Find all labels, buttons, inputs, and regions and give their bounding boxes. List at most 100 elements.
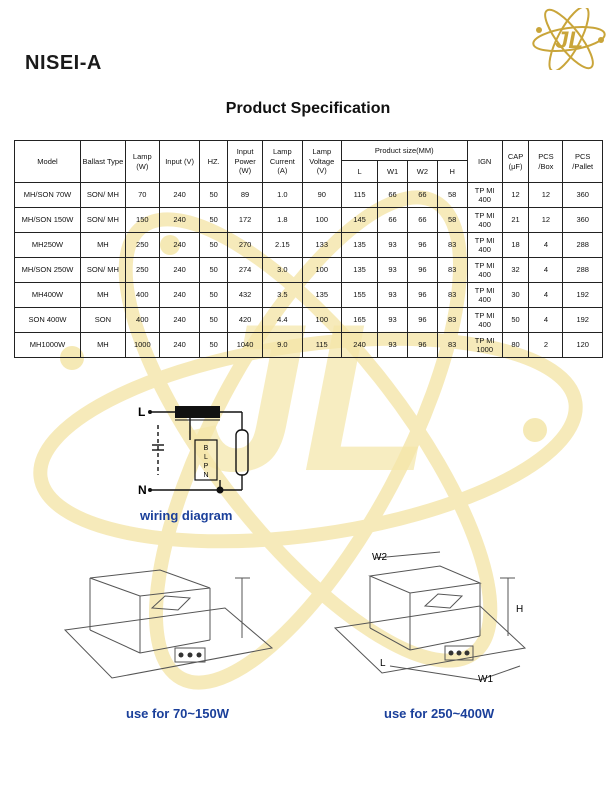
table-cell: 4.4 — [262, 307, 303, 333]
header-pcs-pallet: PCS /Pallet — [562, 140, 603, 183]
table-cell: 3.0 — [262, 257, 303, 283]
table-cell: 83 — [436, 307, 468, 333]
table-cell: MH — [80, 232, 126, 258]
header-lamp-voltage: Lamp Voltage (V) — [301, 140, 342, 183]
table-cell: 50 — [199, 207, 228, 233]
table-cell: 93 — [377, 307, 408, 333]
ign-letter-p: P — [204, 463, 209, 470]
table-cell: 240 — [158, 207, 201, 233]
table-cell: 240 — [158, 282, 201, 308]
table-cell: MH — [80, 282, 126, 308]
table-cell: SON/ MH — [80, 257, 126, 283]
dim-w1-label: W1 — [478, 674, 493, 685]
table-cell: 360 — [562, 207, 603, 233]
table-cell: 420 — [226, 307, 264, 333]
table-cell: 32 — [501, 257, 530, 283]
large-ballast-caption: use for 250~400W — [384, 706, 495, 721]
table-cell: 240 — [158, 307, 201, 333]
table-cell: 93 — [377, 257, 408, 283]
brand-name: NISEI-A — [25, 52, 102, 74]
table-cell: MH — [80, 332, 126, 358]
table-cell: 96 — [406, 307, 438, 333]
table-cell: 432 — [226, 282, 264, 308]
table-cell: 93 — [377, 232, 408, 258]
table-cell: 250 — [124, 257, 160, 283]
small-ballast-image — [63, 569, 274, 679]
table-cell: 9.0 — [262, 332, 303, 358]
table-cell: MH1000W — [13, 332, 82, 358]
table-cell: 83 — [436, 332, 468, 358]
table-cell: SON — [80, 307, 126, 333]
table-cell: 58 — [436, 207, 468, 233]
ign-letter-b: B — [204, 445, 209, 452]
page-title: Product Specification — [225, 100, 391, 117]
table-cell: SON 400W — [13, 307, 82, 333]
table-cell: 1040 — [226, 332, 264, 358]
table-cell: 96 — [406, 332, 438, 358]
table-cell: 96 — [406, 232, 438, 258]
table-cell: 50 — [501, 307, 530, 333]
table-cell: 288 — [562, 232, 603, 258]
table-cell: TP MI 400 — [466, 257, 503, 283]
table-cell: TP MI 1000 — [466, 332, 503, 358]
table-cell: 50 — [199, 307, 228, 333]
ign-letter-n: N — [203, 472, 208, 479]
table-cell: 83 — [436, 282, 468, 308]
wiring-caption: wiring diagram — [140, 508, 233, 523]
header-w1: W1 — [377, 160, 408, 183]
table-cell: 1000 — [124, 332, 160, 358]
table-cell: MH250W — [13, 232, 82, 258]
table-cell: TP MI 400 — [466, 182, 503, 208]
table-cell: TP MI 400 — [466, 232, 503, 258]
table-cell: 240 — [158, 182, 201, 208]
table-cell: 1.8 — [262, 207, 303, 233]
table-cell: MH/SON 150W — [13, 207, 82, 233]
wiring-n-label: N — [138, 483, 147, 497]
spec-table: Model Ballast Type Lamp (W) Input (V) HZ… — [13, 140, 603, 358]
header-product-size: Product size(MM) — [340, 140, 468, 161]
table-cell: SON/ MH — [80, 182, 126, 208]
table-cell: 89 — [226, 182, 264, 208]
table-cell: 50 — [199, 257, 228, 283]
header-l: L — [340, 160, 379, 183]
wiring-l-label: L — [138, 405, 145, 419]
dim-w2-label: W2 — [372, 552, 387, 563]
header-ballast-type: Ballast Type — [80, 140, 126, 183]
header-model: Model — [13, 140, 82, 183]
table-cell: TP MI 400 — [466, 307, 503, 333]
header-cap: CAP (μF) — [501, 140, 530, 183]
table-header-row: Model Ballast Type Lamp (W) Input (V) HZ… — [13, 140, 603, 183]
table-cell: 192 — [562, 282, 603, 308]
table-cell: MH400W — [13, 282, 82, 308]
table-cell: 93 — [377, 282, 408, 308]
table-cell: 18 — [501, 232, 530, 258]
table-cell: 240 — [158, 257, 201, 283]
table-cell: 115 — [301, 332, 342, 358]
table-cell: 270 — [226, 232, 264, 258]
table-cell: 360 — [562, 182, 603, 208]
table-cell: 155 — [340, 282, 379, 308]
table-cell: 90 — [301, 182, 342, 208]
table-cell: 66 — [377, 182, 408, 208]
table-cell: 120 — [562, 332, 603, 358]
table-cell: SON/ MH — [80, 207, 126, 233]
table-cell: 4 — [528, 307, 564, 333]
header-pcs-box: PCS /Box — [528, 140, 564, 183]
table-cell: 100 — [301, 307, 342, 333]
header-ign: IGN — [466, 140, 503, 183]
table-cell: MH/SON 70W — [13, 182, 82, 208]
table-cell: 240 — [158, 232, 201, 258]
table-cell: 400 — [124, 282, 160, 308]
table-cell: 66 — [406, 207, 438, 233]
table-cell: 50 — [199, 182, 228, 208]
table-cell: TP MI 400 — [466, 282, 503, 308]
company-logo: JL — [532, 8, 606, 70]
table-cell: 3.5 — [262, 282, 303, 308]
table-cell: 12 — [528, 207, 564, 233]
